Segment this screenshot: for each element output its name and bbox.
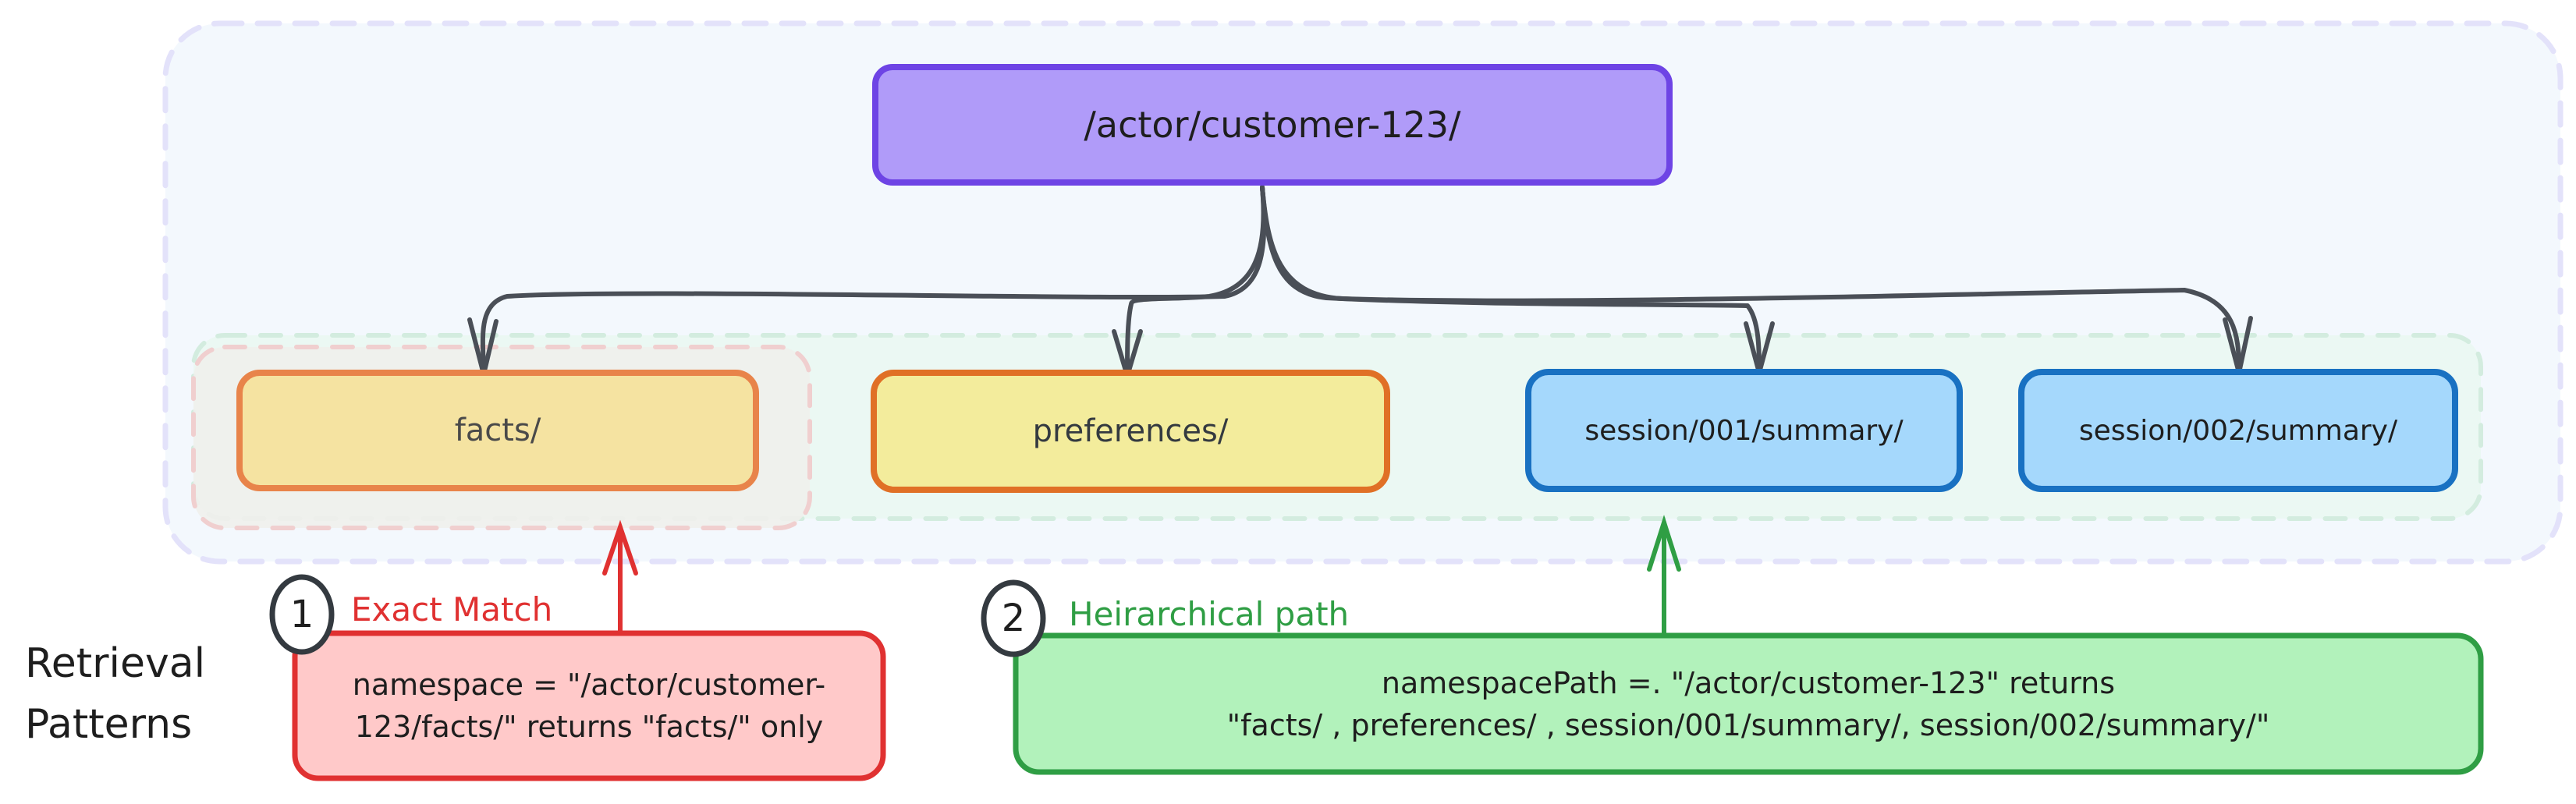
pattern-2-badge-circle (981, 579, 1046, 657)
pattern-2-badge: 2 (984, 583, 1043, 654)
pattern-1-badge-circle (269, 574, 335, 655)
root-namespace-label: /actor/customer-123/ (1084, 104, 1461, 146)
hierarchical-path-description-line-1: namespacePath =. "/actor/customer-123" r… (1381, 665, 2116, 700)
preferences-node[interactable]: preferences/ (874, 373, 1387, 490)
exact-match-description: namespace = "/actor/customer- 123/facts/… (295, 633, 883, 778)
exact-match-box-shape (292, 630, 886, 781)
pattern-1-number: 1 (289, 593, 314, 636)
session-001-node-shape (1525, 369, 1963, 492)
connector-root-to-session-002 (1260, 185, 2241, 373)
preferences-node-shape (871, 370, 1390, 493)
facts-node-shape (236, 370, 759, 491)
pattern-2-number: 2 (1001, 597, 1026, 640)
exact-match-label: Exact Match (351, 586, 616, 632)
hierarchical-path-label-text: Heirarchical path (1069, 594, 1350, 633)
diagram-title-line-1: Retrieval (25, 640, 206, 687)
exact-match-description-line-1: namespace = "/actor/customer- (352, 668, 826, 702)
connector-root-to-preferences (1125, 185, 1266, 377)
hierarchical-path-label: Heirarchical path (1069, 591, 1474, 636)
hierarchical-path-arrow-head (1647, 515, 1681, 572)
connector-root-to-session-001 (1260, 185, 1762, 373)
hierarchical-path-arrow (1647, 515, 1681, 636)
facts-node-label: facts/ (454, 413, 541, 448)
preferences-node-label: preferences/ (1032, 413, 1229, 449)
hierarchical-path-description: namespacePath =. "/actor/customer-123" r… (1016, 636, 2481, 772)
connector-root-to-facts (480, 185, 1267, 377)
root-namespace-node[interactable]: /actor/customer-123/ (875, 67, 1669, 182)
hierarchical-path-box-shape (1013, 632, 2484, 775)
hierarchical-path-description-line-2: "facts/ , preferences/ , session/001/sum… (1226, 707, 2270, 742)
exact-match-label-text: Exact Match (351, 590, 553, 629)
session-002-node-shape (2018, 369, 2458, 492)
exact-match-arrow (602, 519, 638, 634)
exact-match-arrow-head (602, 519, 638, 576)
pattern-1-badge: 1 (272, 577, 332, 652)
root-namespace-node-shape (872, 64, 1673, 186)
session-002-node[interactable]: session/002/summary/ (2021, 372, 2455, 489)
session-001-node-label: session/001/summary/ (1584, 414, 1904, 447)
diagram-title-line-2: Patterns (25, 701, 193, 748)
session-001-node[interactable]: session/001/summary/ (1528, 372, 1960, 489)
exact-match-description-line-2: 123/facts/" returns "facts/" only (354, 710, 824, 744)
facts-node[interactable]: facts/ (240, 373, 756, 488)
session-002-node-label: session/002/summary/ (2078, 414, 2398, 447)
diagram-title: Retrieval Patterns (25, 633, 259, 758)
